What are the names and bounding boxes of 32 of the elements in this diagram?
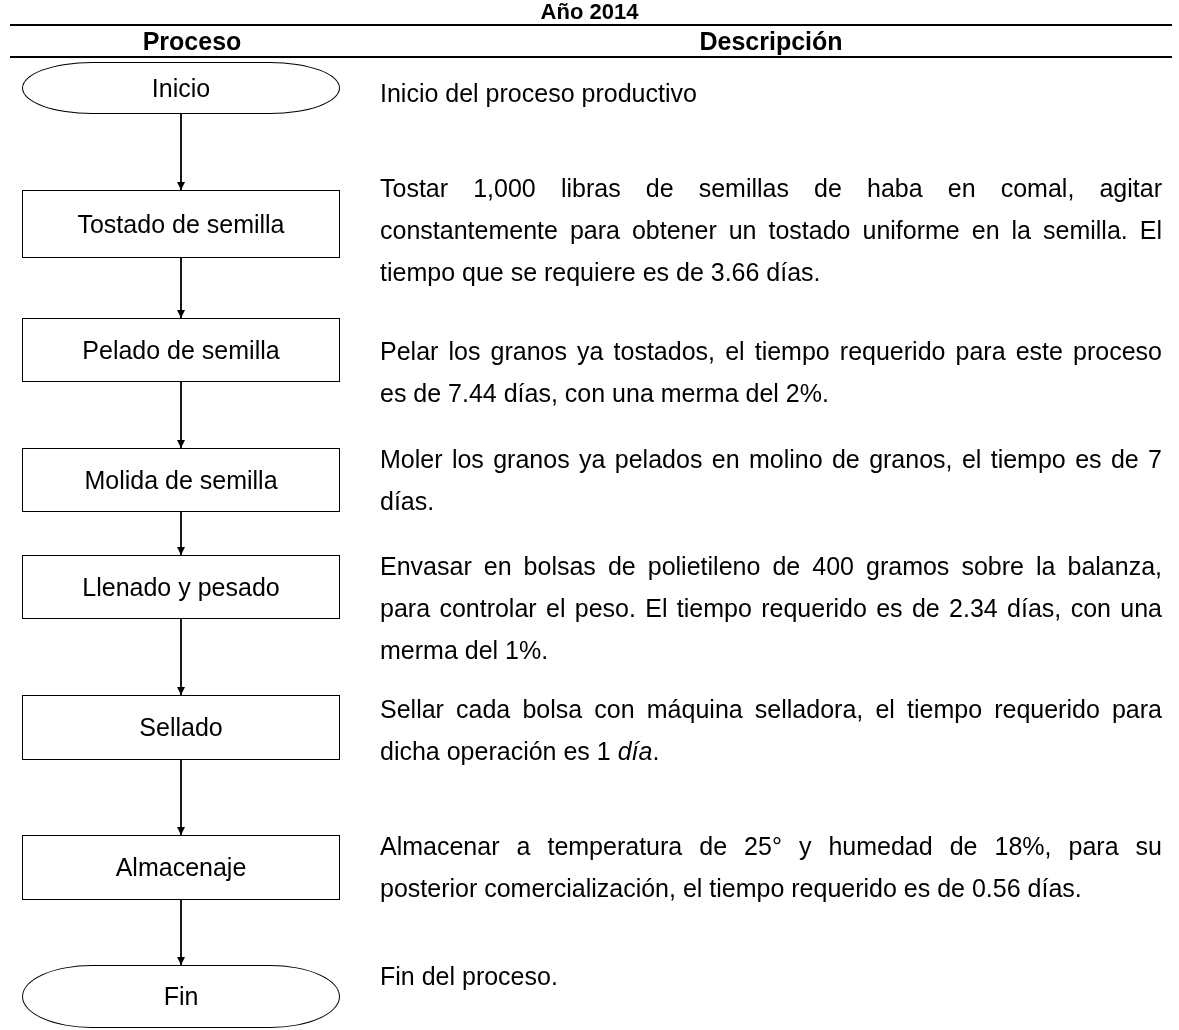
step-label: Fin (163, 982, 199, 1011)
step-label: Sellado (139, 713, 223, 742)
step-label: Molida de semilla (84, 465, 278, 495)
arrow (177, 759, 185, 836)
title: Año 2014 (539, 0, 640, 24)
step-description: Envasar en bolsas de polietileno de 400 gramos sobre la balanza, para controlar el peso. El tiempo requerido es de 2.34 días, con una merma del 1%. (380, 551, 1162, 666)
arrow (177, 113, 185, 191)
process-box (22, 695, 340, 760)
arrow (177, 511, 185, 556)
arrow (177, 257, 185, 319)
step-label: Almacenaje (115, 853, 247, 882)
process-box (22, 190, 340, 258)
process-box (22, 835, 340, 900)
step-description: Almacenar a temperatura de 25° y humedad de 18%, para su posterior comercialización, el tiempo requerido es de 0.56 días. (380, 831, 1162, 904)
step-description: Moler los granos ya pelados en molino de granos, el tiempo es de 7 días. (380, 444, 1162, 517)
step-description: Pelar los granos ya tostados, el tiempo requerido para este proceso es de 7.44 días, con una merma del 2%. (380, 336, 1162, 409)
column-header: Descripción (698, 27, 844, 56)
step-label: Inicio (151, 73, 211, 103)
step-description: Tostar 1,000 libras de semillas de haba en comal, agitar constantemente para obtener un tostado uniforme en la semilla. El tiempo que se requiere es de 3.66 días. (380, 173, 1162, 288)
step-description: Sellar cada bolsa con máquina selladora, el tiempo requerido para dicha operación es 1 día. (380, 694, 1162, 767)
step-label: Pelado de semilla (82, 335, 280, 365)
step-description: Fin del proceso. (380, 961, 559, 992)
step-description: Inicio del proceso productivo (380, 78, 698, 109)
process-box (22, 555, 340, 619)
arrow (177, 381, 185, 449)
step-label: Llenado y pesado (82, 572, 280, 602)
process-box (22, 318, 340, 382)
arrow (177, 899, 185, 966)
arrow (177, 618, 185, 696)
step-label: Tostado de semilla (77, 209, 285, 239)
column-header: Proceso (141, 27, 243, 56)
process-box (22, 448, 340, 512)
